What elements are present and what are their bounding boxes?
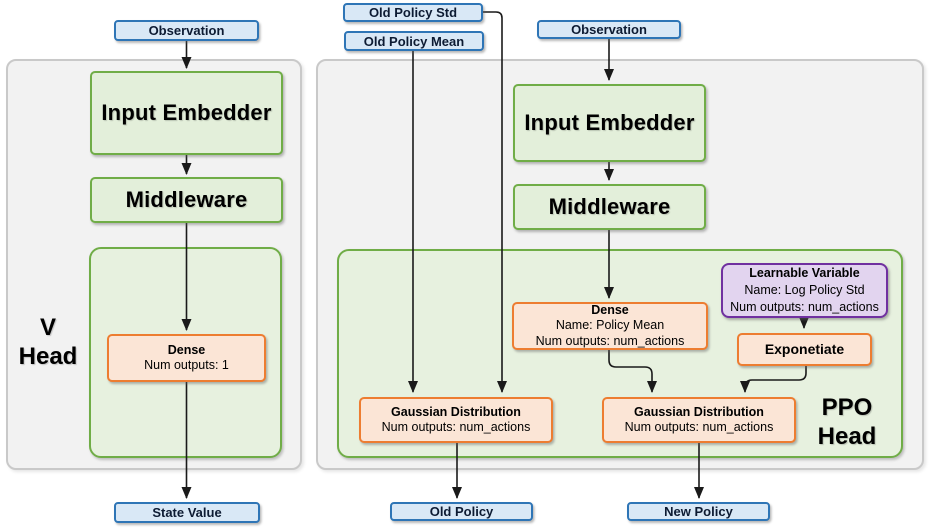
learnable-variable-name: Name: Log Policy Std [744,283,865,297]
state-value-node: State Value [114,502,260,523]
learnable-variable-node: Learnable Variable Name: Log Policy Std … [721,263,888,318]
ppo-middleware-node: Middleware [513,184,706,230]
gaussian-old-title: Gaussian Distribution [391,404,521,419]
v-middleware-label: Middleware [125,187,248,212]
old-policy-std-node: Old Policy Std [343,3,483,22]
learnable-variable-outputs: Num outputs: num_actions [730,300,879,314]
ppo-dense-title: Dense [591,302,629,317]
exponetiate-node: Exponetiate [737,333,872,366]
v-head-label-line1: V [39,314,56,341]
v-observation-node: Observation [114,20,259,41]
old-policy-mean-label: Old Policy Mean [363,33,465,49]
gaussian-old-outputs: Num outputs: num_actions [381,420,531,434]
old-policy-std-label: Old Policy Std [368,5,458,20]
ppo-input-embedder-node: Input Embedder [513,84,706,162]
v-dense-outputs: Num outputs: 1 [144,358,229,372]
learnable-variable-title: Learnable Variable [749,266,860,280]
v-head-label: V Head [6,313,90,371]
v-head-label-line2: Head [18,343,78,370]
v-input-embedder-label: Input Embedder [101,100,272,125]
exponetiate-label: Exponetiate [764,340,845,357]
ppo-head-label-line2: Head [817,423,877,450]
gaussian-distribution-new-node: Gaussian Distribution Num outputs: num_a… [602,397,796,443]
new-policy-label: New Policy [664,504,733,519]
v-middleware-node: Middleware [90,177,283,223]
gaussian-new-title: Gaussian Distribution [634,404,764,419]
ppo-dense-node: Dense Name: Policy Mean Num outputs: num… [512,302,708,350]
state-value-label: State Value [152,505,222,520]
v-dense-title: Dense [167,342,206,357]
ppo-middleware-label: Middleware [548,194,671,219]
old-policy-label: Old Policy [429,504,494,519]
ppo-head-label-line1: PPO [821,394,873,421]
old-policy-node: Old Policy [390,502,533,521]
gaussian-new-outputs: Num outputs: num_actions [624,420,774,434]
ppo-dense-name: Name: Policy Mean [555,318,665,333]
new-policy-node: New Policy [627,502,770,521]
ppo-dense-outputs: Num outputs: num_actions [535,333,685,348]
v-observation-label: Observation [148,23,225,38]
v-input-embedder-node: Input Embedder [90,71,283,155]
ppo-head-label: PPO Head [797,393,897,451]
ppo-input-embedder-label: Input Embedder [524,110,695,135]
ppo-observation-node: Observation [537,20,681,39]
old-policy-mean-node: Old Policy Mean [344,31,484,51]
v-dense-node: Dense Num outputs: 1 [107,334,266,382]
gaussian-distribution-old-node: Gaussian Distribution Num outputs: num_a… [359,397,553,443]
ppo-observation-label: Observation [571,22,647,37]
